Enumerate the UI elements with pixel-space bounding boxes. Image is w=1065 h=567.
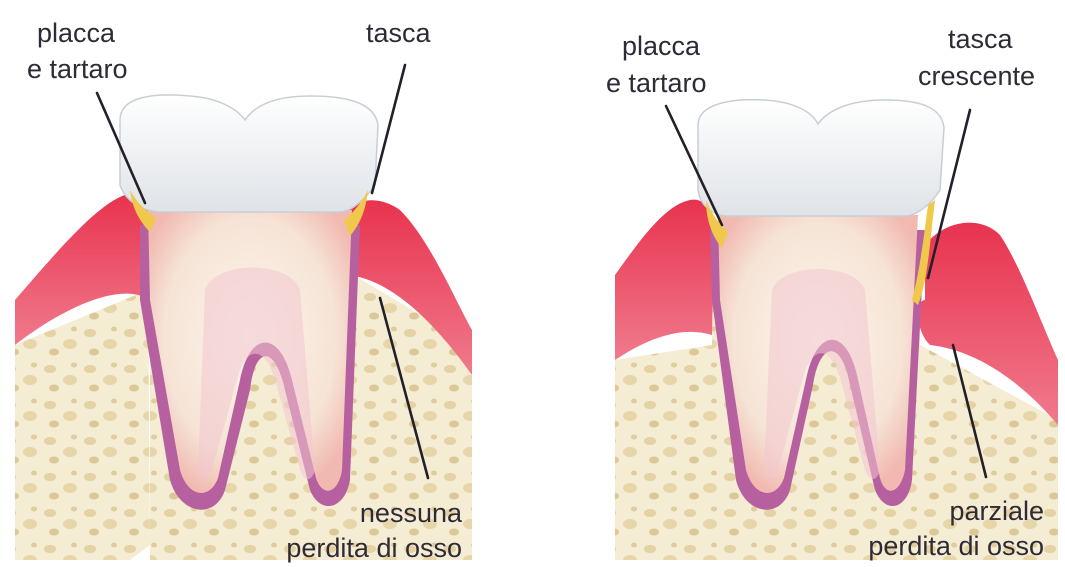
- label-pocket: tasca: [366, 18, 432, 48]
- gum-tissue: [615, 200, 714, 360]
- label-bone-line1: parziale: [949, 496, 1044, 526]
- label-pocket-line1: tasca: [948, 24, 1014, 54]
- label-bone-line2: perdita di osso: [286, 533, 462, 563]
- tooth-crown: [120, 95, 378, 212]
- label-bone-line2: perdita di osso: [868, 531, 1044, 561]
- label-pocket-line2: crescente: [918, 61, 1035, 91]
- label-plaque-line1: placca: [622, 31, 701, 61]
- label-plaque-line2: e tartaro: [27, 54, 128, 84]
- tooth-crown: [698, 100, 944, 216]
- bone-tissue: [15, 290, 150, 560]
- panel-periodontitis: [615, 100, 1058, 560]
- label-plaque-line2: e tartaro: [606, 68, 707, 98]
- bone-tissue: [615, 345, 712, 560]
- label-plaque-line1: placca: [37, 18, 116, 48]
- label-bone-line1: nessuna: [360, 498, 463, 528]
- panel-healthy: [15, 95, 472, 560]
